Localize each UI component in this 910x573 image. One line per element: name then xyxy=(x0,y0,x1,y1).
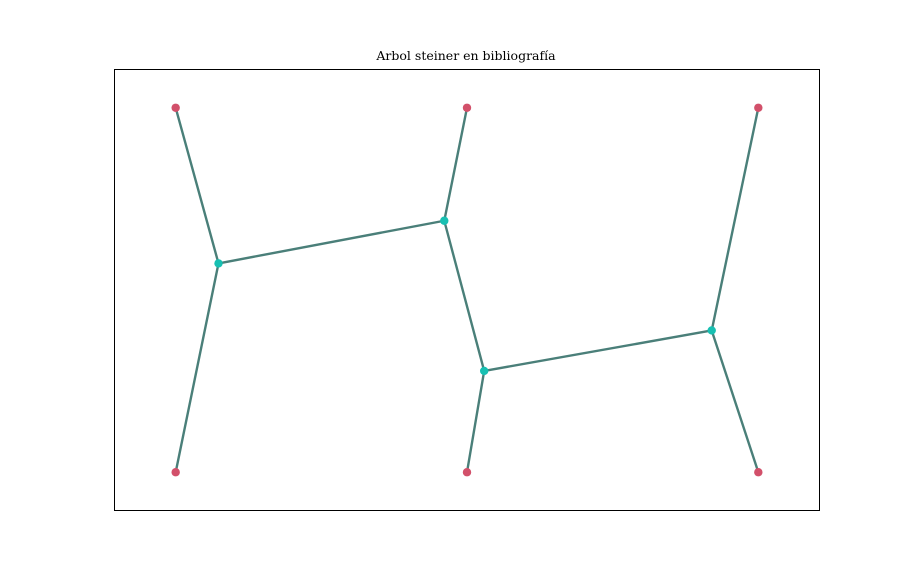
edge-t5-s3 xyxy=(465,369,486,474)
edge-t3-s4 xyxy=(710,106,760,332)
edge-s3-s4 xyxy=(482,329,713,373)
steiner-node-s2 xyxy=(440,216,449,225)
edge-s2-s3 xyxy=(443,219,486,373)
edge-s1-s2 xyxy=(217,219,446,265)
terminal-node-t2 xyxy=(462,103,472,112)
edge-t4-s1 xyxy=(174,262,220,474)
terminal-node-t5 xyxy=(462,468,472,477)
terminal-node-t1 xyxy=(171,103,180,112)
edge-t2-s2 xyxy=(443,106,469,222)
terminal-node-t6 xyxy=(754,468,763,477)
edge-t1-s1 xyxy=(174,106,220,265)
terminal-node-t3 xyxy=(754,103,763,112)
nodes-layer xyxy=(171,103,763,477)
steiner-node-s4 xyxy=(707,326,716,335)
edges-layer xyxy=(174,106,760,474)
plot-title: Arbol steiner en bibliografía xyxy=(375,48,556,63)
steiner-node-s3 xyxy=(479,366,489,376)
steiner-node-s1 xyxy=(214,259,223,268)
axes-frame xyxy=(114,69,820,511)
edge-t6-s4 xyxy=(710,329,760,474)
terminal-node-t4 xyxy=(171,468,180,477)
